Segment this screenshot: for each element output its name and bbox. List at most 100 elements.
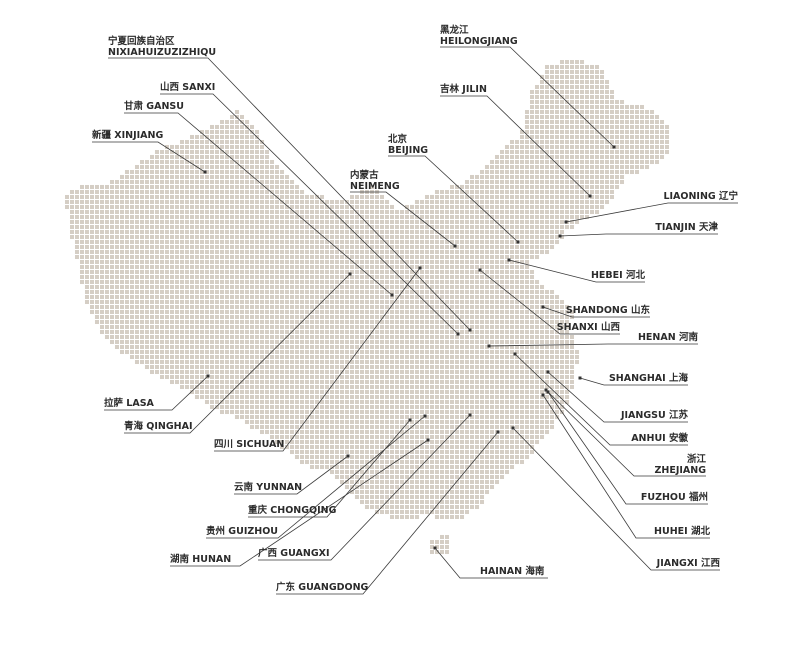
map-dot xyxy=(530,365,534,369)
map-dot xyxy=(405,360,409,364)
map-dot xyxy=(380,275,384,279)
map-dot xyxy=(100,190,104,194)
map-dot xyxy=(315,345,319,349)
map-dot xyxy=(350,355,354,359)
map-dot xyxy=(600,120,604,124)
map-dot xyxy=(305,395,309,399)
map-dot xyxy=(405,395,409,399)
map-dot xyxy=(540,130,544,134)
map-dot xyxy=(560,370,564,374)
map-dot xyxy=(530,240,534,244)
map-dot xyxy=(200,135,204,139)
map-dot xyxy=(205,325,209,329)
map-dot xyxy=(450,390,454,394)
map-dot xyxy=(190,280,194,284)
map-dot xyxy=(530,225,534,229)
map-dot xyxy=(350,245,354,249)
map-dot xyxy=(215,285,219,289)
map-dot xyxy=(240,285,244,289)
map-dot xyxy=(130,200,134,204)
map-dot xyxy=(275,400,279,404)
map-dot xyxy=(215,365,219,369)
map-dot xyxy=(545,180,549,184)
map-dot xyxy=(460,350,464,354)
map-dot xyxy=(180,140,184,144)
map-dot xyxy=(115,320,119,324)
map-dot xyxy=(610,190,614,194)
map-dot xyxy=(575,100,579,104)
map-dot xyxy=(325,330,329,334)
map-dot xyxy=(350,400,354,404)
map-dot xyxy=(555,240,559,244)
map-dot xyxy=(375,365,379,369)
map-dot xyxy=(440,365,444,369)
map-dot xyxy=(235,235,239,239)
map-dot xyxy=(455,275,459,279)
map-dot xyxy=(505,355,509,359)
map-dot xyxy=(275,350,279,354)
map-dot xyxy=(495,225,499,229)
map-dot xyxy=(545,150,549,154)
map-dot xyxy=(455,270,459,274)
map-dot xyxy=(185,230,189,234)
map-dot xyxy=(540,85,544,89)
map-dot xyxy=(510,325,514,329)
map-dot xyxy=(260,305,264,309)
map-dot xyxy=(550,295,554,299)
map-dot xyxy=(475,395,479,399)
map-dot xyxy=(465,295,469,299)
map-dot xyxy=(130,325,134,329)
map-dot xyxy=(255,240,259,244)
map-dot xyxy=(160,185,164,189)
map-dot xyxy=(315,350,319,354)
map-dot xyxy=(290,385,294,389)
map-dot xyxy=(325,405,329,409)
map-dot xyxy=(490,255,494,259)
map-dot xyxy=(255,280,259,284)
map-dot xyxy=(260,365,264,369)
map-dot xyxy=(590,140,594,144)
map-dot xyxy=(285,225,289,229)
map-dot xyxy=(350,325,354,329)
map-dot xyxy=(190,225,194,229)
map-dot xyxy=(460,205,464,209)
map-dot xyxy=(510,175,514,179)
map-dot xyxy=(140,180,144,184)
map-dot xyxy=(335,375,339,379)
map-dot xyxy=(250,210,254,214)
map-dot xyxy=(285,205,289,209)
map-dot xyxy=(545,210,549,214)
map-dot xyxy=(130,205,134,209)
map-dot xyxy=(340,215,344,219)
map-dot xyxy=(355,270,359,274)
map-dot xyxy=(525,210,529,214)
map-dot xyxy=(570,310,574,314)
map-dot xyxy=(510,225,514,229)
map-dot xyxy=(355,205,359,209)
map-dot xyxy=(590,120,594,124)
map-dot xyxy=(175,180,179,184)
map-dot xyxy=(190,305,194,309)
map-dot xyxy=(300,280,304,284)
map-dot xyxy=(120,190,124,194)
map-dot xyxy=(455,220,459,224)
map-dot xyxy=(165,320,169,324)
map-dot xyxy=(415,250,419,254)
map-dot xyxy=(505,235,509,239)
map-dot xyxy=(265,395,269,399)
map-dot xyxy=(250,180,254,184)
map-dot xyxy=(150,220,154,224)
map-dot xyxy=(505,185,509,189)
map-dot xyxy=(175,215,179,219)
map-dot xyxy=(575,185,579,189)
map-dot xyxy=(145,175,149,179)
map-dot xyxy=(420,260,424,264)
map-dot xyxy=(125,300,129,304)
map-dot xyxy=(610,185,614,189)
map-dot xyxy=(250,150,254,154)
map-dot xyxy=(565,380,569,384)
map-dot xyxy=(540,195,544,199)
map-dot xyxy=(525,155,529,159)
map-dot xyxy=(540,315,544,319)
map-dot xyxy=(250,200,254,204)
